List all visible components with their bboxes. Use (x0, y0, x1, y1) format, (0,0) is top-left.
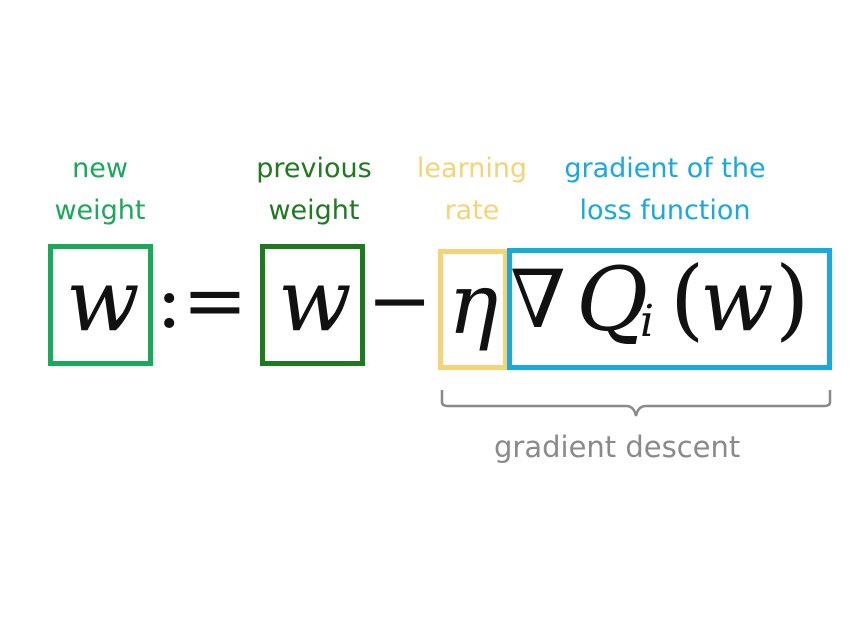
box-learning-rate (438, 249, 508, 370)
eq-w-new: w (66, 251, 140, 351)
box-previous-weight (260, 244, 365, 366)
label-new-weight-line1: new (72, 153, 128, 184)
label-new-weight-line2: weight (54, 195, 146, 226)
eq-eta: η (448, 255, 499, 353)
eq-w-arg: w (700, 251, 774, 351)
label-learning-rate-line1: learning (416, 153, 528, 184)
eq-subscript-i-text: i (640, 296, 655, 347)
eq-w-prev: w (278, 251, 352, 351)
eq-open-paren: ( (670, 247, 705, 350)
label-gradient-line1: gradient of the (564, 153, 766, 184)
label-learning-rate-line2: rate (444, 195, 500, 226)
brace-path (440, 390, 832, 417)
eq-Q: Q (576, 248, 649, 351)
label-learning-rate: learning rate (406, 148, 538, 232)
label-gradient: gradient of the loss function (540, 148, 790, 232)
eq-assign: := (156, 256, 248, 346)
eq-nabla: ∇ (510, 253, 566, 346)
label-previous-weight-line2: weight (268, 195, 360, 226)
label-gradient-line2: loss function (579, 195, 751, 226)
eq-minus: − (367, 256, 433, 346)
gradient-descent-brace (440, 390, 832, 417)
label-new-weight: new weight (40, 148, 160, 232)
box-gradient (507, 248, 832, 370)
eq-subscript-i: i (640, 300, 654, 344)
box-new-weight (48, 244, 153, 366)
label-gradient-descent: gradient descent (494, 430, 741, 464)
label-previous-weight: previous weight (240, 148, 388, 232)
label-previous-weight-line1: previous (256, 153, 372, 184)
eq-close-paren: ) (775, 247, 810, 350)
